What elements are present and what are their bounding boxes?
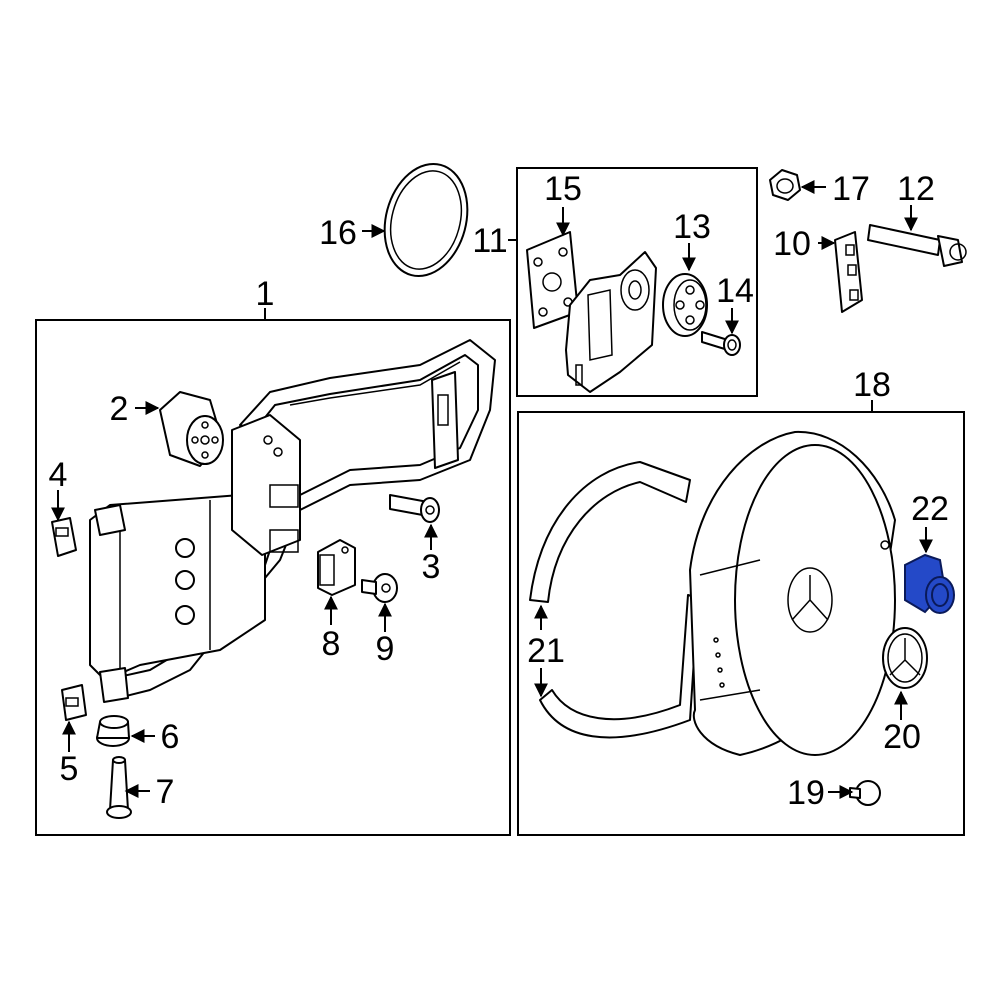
hinge-bracket-11[interactable] bbox=[565, 251, 657, 393]
clip-5[interactable] bbox=[61, 684, 87, 721]
wheel-cover-18[interactable] bbox=[689, 430, 896, 756]
group-box-18 bbox=[517, 411, 965, 836]
callout-2: 2 bbox=[110, 390, 129, 428]
callout-10: 10 bbox=[773, 225, 811, 263]
callout-12: 12 bbox=[897, 170, 935, 208]
callout-11: 11 bbox=[472, 222, 507, 260]
lock-cylinder-22[interactable] bbox=[904, 553, 955, 614]
screw-9[interactable] bbox=[361, 573, 398, 603]
bracket-10[interactable] bbox=[834, 231, 863, 313]
seal-ring-16[interactable] bbox=[373, 155, 480, 286]
callout-9: 9 bbox=[376, 630, 395, 668]
trim-strip-21[interactable] bbox=[529, 461, 699, 739]
group-box-1 bbox=[35, 319, 511, 836]
callout-13: 13 bbox=[673, 208, 711, 246]
stud-7[interactable] bbox=[106, 756, 132, 819]
emblem-20[interactable] bbox=[882, 627, 928, 689]
callout-5: 5 bbox=[60, 750, 79, 788]
group-box-11 bbox=[516, 167, 758, 397]
callout-19: 19 bbox=[787, 774, 825, 812]
callout-22: 22 bbox=[911, 490, 949, 528]
callout-7: 7 bbox=[156, 773, 175, 811]
callout-21: 21 bbox=[527, 632, 565, 670]
bushing-13[interactable] bbox=[662, 273, 708, 337]
callout-18: 18 bbox=[853, 366, 891, 404]
callout-6: 6 bbox=[161, 718, 180, 756]
callout-16: 16 bbox=[319, 214, 357, 252]
callout-14: 14 bbox=[716, 272, 754, 310]
pin-14[interactable] bbox=[701, 331, 741, 356]
callout-20: 20 bbox=[883, 718, 921, 756]
bolt-12[interactable] bbox=[867, 224, 967, 267]
hinge-8[interactable] bbox=[317, 539, 356, 596]
screw-19[interactable] bbox=[849, 780, 881, 806]
nut-17[interactable] bbox=[769, 169, 801, 201]
bolt-3[interactable] bbox=[389, 494, 440, 523]
clip-4[interactable] bbox=[51, 517, 77, 557]
callout-17: 17 bbox=[832, 170, 870, 208]
callout-3: 3 bbox=[422, 548, 441, 586]
callout-1: 1 bbox=[256, 275, 275, 313]
cap-6[interactable] bbox=[96, 715, 130, 747]
callout-15: 15 bbox=[544, 170, 582, 208]
carrier-frame-1[interactable] bbox=[89, 339, 496, 703]
rubber-bushing-2[interactable] bbox=[159, 391, 224, 467]
callout-4: 4 bbox=[49, 456, 68, 494]
callout-8: 8 bbox=[322, 625, 341, 663]
